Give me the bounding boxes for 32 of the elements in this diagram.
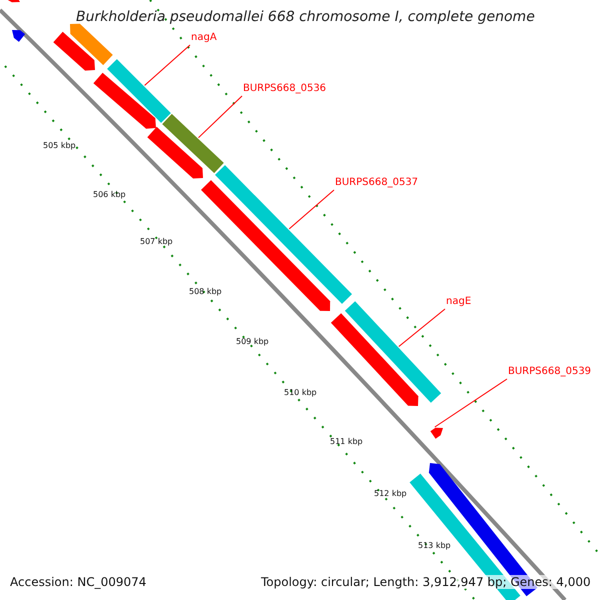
leader-line (398, 308, 446, 348)
leader-line (144, 44, 190, 86)
gene-segment (330, 313, 418, 406)
tick-label: 505 kbp (43, 141, 76, 150)
gene-label: nagE (446, 296, 472, 307)
gene-segment (344, 301, 442, 403)
gene-label: BURPS668_0536 (243, 83, 326, 94)
leader-line (434, 378, 508, 428)
tick-label: 509 kbp (236, 337, 269, 346)
footer-text: Topology: circular; Length: 3,912,947 bp; Genes: 4,000 (261, 575, 591, 589)
gene-segment (147, 126, 203, 178)
tick-label: 508 kbp (189, 287, 222, 296)
gene-segment (93, 72, 156, 129)
tick-label: 513 kbp (418, 541, 451, 550)
tick-label: 510 kbp (284, 388, 317, 397)
gene-segment (70, 24, 113, 66)
leader-line (198, 96, 242, 138)
leader-line (288, 190, 334, 230)
gene-segment (53, 32, 95, 71)
gene-label: BURPS668_0539 (508, 366, 592, 377)
tick-label: 511 kbp (330, 437, 363, 446)
tick-label: 506 kbp (93, 190, 126, 199)
tick-label: 512 kbp (374, 489, 407, 498)
gene-label: nagA (191, 32, 217, 43)
tick-label: 507 kbp (140, 237, 173, 246)
map-title: Burkholderia pseudomallei 668 chromosome I, complete genome (76, 9, 535, 25)
gene-label: BURPS668_0537 (335, 177, 418, 188)
gene-segment (430, 428, 443, 439)
gene-segment (162, 114, 224, 174)
gene-segment (12, 30, 26, 42)
gene-segment (107, 59, 171, 123)
footer-text: Accession: NC_009074 (10, 575, 146, 589)
